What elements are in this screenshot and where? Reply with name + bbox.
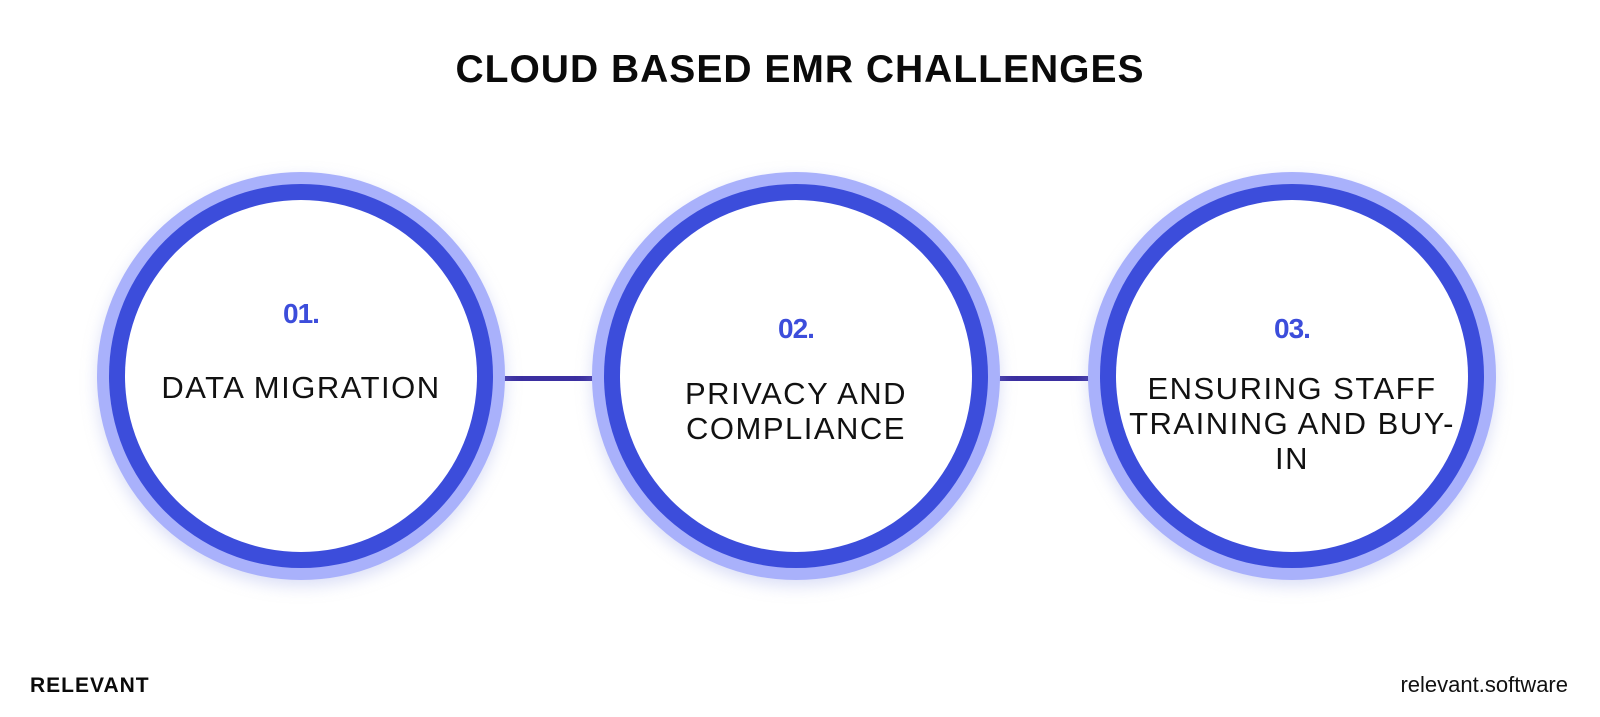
step-label: PRIVACY AND COMPLIANCE [684,376,908,446]
brand-logo: RELEVANT [30,674,150,697]
step-circle-1: 01. DATA MIGRATION [97,172,505,580]
step-ring: 02. PRIVACY AND COMPLIANCE [604,184,988,568]
step-circle-3: 03. ENSURING STAFF TRAINING AND BUY-IN [1088,172,1496,580]
step-inner: 02. PRIVACY AND COMPLIANCE [620,200,972,552]
page-title: CLOUD BASED EMR CHALLENGES [455,48,1145,91]
step-ring: 01. DATA MIGRATION [109,184,493,568]
step-number: 03. [1274,313,1311,344]
step-number: 01. [283,298,320,329]
step-inner: 03. ENSURING STAFF TRAINING AND BUY-IN [1116,200,1468,552]
connector-line-1-2 [500,376,594,381]
connector-line-2-3 [996,376,1090,381]
step-label: ENSURING STAFF TRAINING AND BUY-IN [1129,371,1455,476]
step-ring: 03. ENSURING STAFF TRAINING AND BUY-IN [1100,184,1484,568]
step-inner: 01. DATA MIGRATION [125,200,477,552]
website-link[interactable]: relevant.software [1400,672,1568,697]
step-number: 02. [778,313,815,344]
step-circle-2: 02. PRIVACY AND COMPLIANCE [592,172,1000,580]
step-label: DATA MIGRATION [161,370,441,405]
